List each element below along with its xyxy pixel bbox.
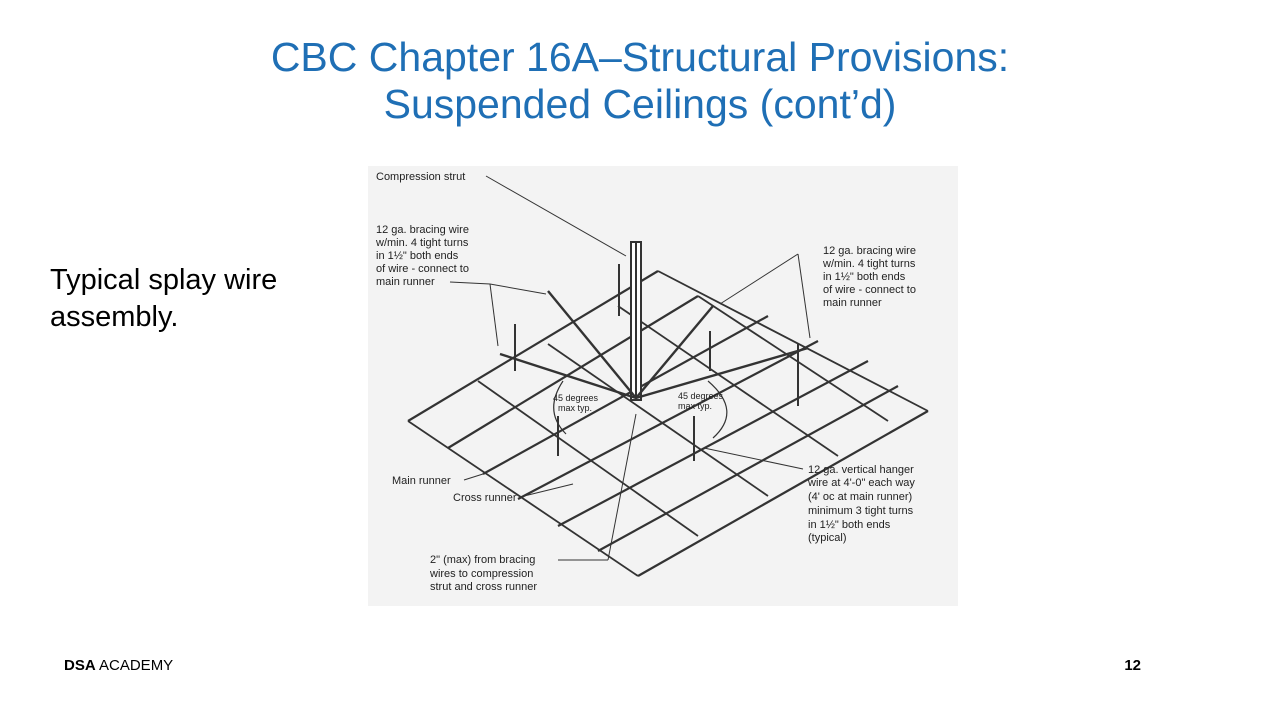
label-bracing-left-3: in 1½" both ends: [376, 250, 459, 262]
label-angle-left-1: 45 degrees: [553, 393, 599, 403]
label-hanger-2: wire at 4'-0" each way: [807, 477, 915, 489]
label-bracing-right-1: 12 ga. bracing wire: [823, 245, 916, 257]
label-hanger-6: (typical): [808, 532, 847, 544]
label-hanger-1: 12 ga. vertical hanger: [808, 464, 914, 476]
leader-lines: [449, 175, 811, 561]
label-main-runner: Main runner: [392, 475, 451, 487]
splay-wire-diagram: Compression strut 12 ga. bracing wire w/…: [368, 166, 958, 606]
body-line-1: Typical splay wire: [50, 264, 278, 296]
angle-arcs: [553, 380, 728, 439]
label-bracing-right-2: w/min. 4 tight turns: [822, 258, 916, 270]
grid-cross-runners: [407, 270, 929, 577]
bracing-wires: [499, 290, 809, 400]
diagram-svg: Compression strut 12 ga. bracing wire w/…: [375, 171, 929, 593]
label-bracing-right-4: of wire - connect to: [823, 284, 916, 296]
page-number: 12: [1124, 657, 1141, 674]
body-line-2: assembly.: [50, 301, 179, 333]
label-bracing-right-5: main runner: [823, 297, 882, 309]
label-cross-runner: Cross runner: [453, 492, 517, 504]
footer-org-bold: DSA: [64, 657, 96, 674]
footer-org-rest: ACADEMY: [95, 657, 174, 674]
label-max-1: 2" (max) from bracing: [430, 554, 535, 566]
label-hanger-4: minimum 3 tight turns: [808, 505, 914, 517]
label-max-3: strut and cross runner: [430, 581, 537, 593]
title-line-1: CBC Chapter 16A–Structural Provisions:: [270, 34, 1010, 80]
compression-strut: [630, 241, 642, 401]
label-hanger-3: (4' oc at main runner): [808, 491, 912, 503]
slide-title: CBC Chapter 16A–Structural Provisions: S…: [0, 34, 1280, 128]
body-text: Typical splay wire assembly.: [50, 262, 350, 336]
title-line-2: Suspended Ceilings (cont’d): [383, 81, 897, 127]
label-hanger-5: in 1½" both ends: [808, 519, 891, 531]
footer-organization: DSA ACADEMY: [64, 657, 173, 674]
label-compression-strut: Compression strut: [376, 171, 465, 183]
label-bracing-left-1: 12 ga. bracing wire: [376, 224, 469, 236]
label-angle-right-2: max typ.: [678, 401, 712, 411]
label-bracing-left-2: w/min. 4 tight turns: [375, 237, 469, 249]
label-bracing-left-4: of wire - connect to: [376, 263, 469, 275]
label-angle-right-1: 45 degrees: [678, 391, 724, 401]
label-bracing-right-3: in 1½" both ends: [823, 271, 906, 283]
label-max-2: wires to compression: [429, 568, 533, 580]
label-angle-left-2: max typ.: [558, 403, 592, 413]
label-bracing-left-5: main runner: [376, 276, 435, 288]
